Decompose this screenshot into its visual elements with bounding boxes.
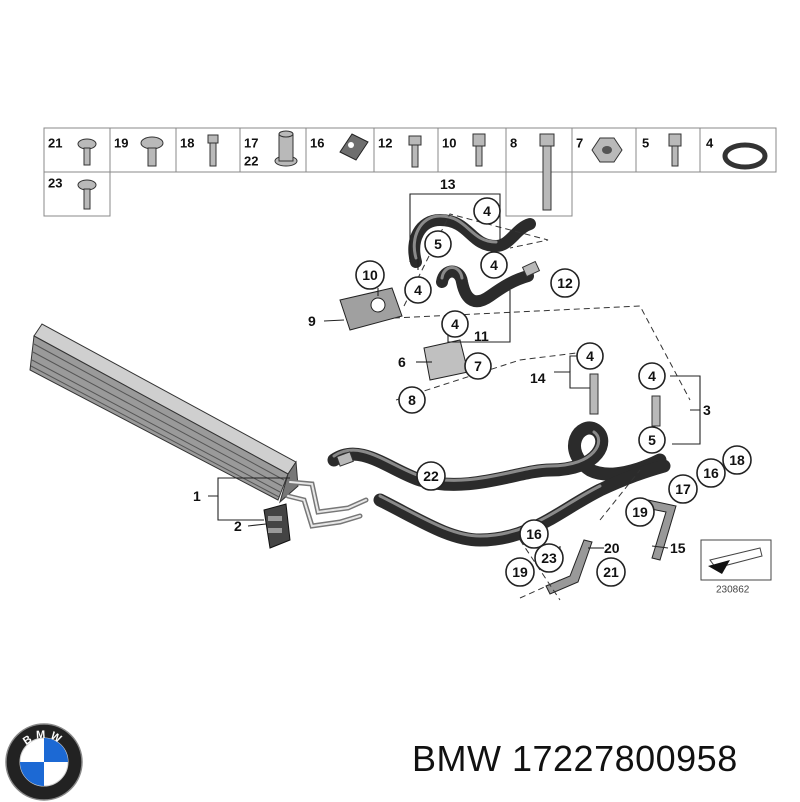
parts-diagram: 21 19 18 17 22 16 12 10 8 7 5 4 23 (29, 127, 777, 601)
screw-19-icon (140, 136, 164, 167)
svg-text:17: 17 (675, 481, 691, 497)
svg-text:23: 23 (541, 550, 557, 566)
callout-4-mid-right: 4 (480, 251, 508, 279)
callout-4-mid-left: 4 (404, 276, 432, 304)
table-label-18: 18 (180, 136, 194, 151)
callout-16-lower: 16 (519, 519, 549, 549)
bolt-10-icon (472, 133, 486, 167)
callout-3: 3 (703, 402, 711, 418)
callout-4-pipe-14: 4 (576, 342, 604, 370)
callout-6: 6 (398, 354, 406, 370)
table-label-21: 21 (48, 136, 62, 151)
table-label-12: 12 (378, 136, 392, 151)
callout-22: 22 (416, 461, 446, 491)
callout-23: 23 (534, 543, 564, 573)
callout-21: 21 (596, 557, 626, 587)
callout-9: 9 (308, 313, 316, 329)
bolt-5-icon (668, 133, 682, 167)
table-label-7: 7 (576, 136, 583, 151)
arrow-icon (708, 560, 730, 574)
callout-7: 7 (464, 352, 492, 380)
table-label-4: 4 (706, 136, 714, 151)
callout-20: 20 (604, 540, 620, 556)
callout-4-pipe-3: 4 (638, 362, 666, 390)
spacer-17-icon (274, 130, 298, 167)
table-label-10: 10 (442, 136, 456, 151)
callout-19-lower: 19 (505, 557, 535, 587)
module-6 (423, 339, 469, 381)
svg-text:4: 4 (451, 316, 459, 332)
brand-part-number: BMW 17227800958 (412, 738, 738, 779)
pipe-3-fitting (651, 395, 661, 427)
callout-16-right: 16 (696, 458, 726, 488)
callout-5-pipe-3: 5 (638, 426, 666, 454)
svg-text:21: 21 (603, 564, 619, 580)
bracket-9 (339, 287, 403, 331)
callout-11: 11 (474, 328, 489, 344)
callout-1: 1 (193, 488, 201, 504)
callout-19-right: 19 (625, 497, 655, 527)
svg-text:4: 4 (648, 368, 656, 384)
callout-4-upper: 4 (473, 197, 501, 225)
callout-8: 8 (398, 386, 426, 414)
svg-text:19: 19 (512, 564, 528, 580)
svg-text:5: 5 (648, 432, 656, 448)
callout-14: 14 (530, 370, 546, 386)
callout-4-lower: 4 (441, 310, 469, 338)
hose-11 (436, 265, 534, 308)
svg-text:4: 4 (483, 203, 491, 219)
callout-17: 17 (668, 474, 698, 504)
screw-23-icon (77, 179, 97, 210)
svg-text:18: 18 (729, 452, 745, 468)
dashed-reference-lines (393, 213, 691, 601)
oil-cooler-radiator (29, 323, 299, 504)
fitting-icon (336, 451, 354, 467)
callout-15: 15 (670, 540, 686, 556)
svg-text:7: 7 (474, 358, 482, 374)
svg-text:4: 4 (414, 282, 422, 298)
callout-13: 13 (440, 176, 456, 192)
callout-10: 10 (355, 260, 385, 290)
bolt-8-icon (539, 133, 555, 211)
clip-16-icon (339, 133, 369, 161)
bracket-2 (263, 503, 291, 549)
bmw-logo: BMW (5, 723, 83, 801)
table-label-8: 8 (510, 136, 517, 151)
parts-table: 21 19 18 17 22 16 12 10 8 7 5 4 23 (43, 127, 777, 217)
svg-text:22: 22 (423, 468, 439, 484)
svg-text:4: 4 (490, 257, 498, 273)
svg-text:16: 16 (703, 465, 719, 481)
bracket-20 (545, 539, 593, 595)
table-label-19: 19 (114, 136, 128, 151)
nut-7-icon (591, 137, 623, 163)
bolt-12-icon (408, 135, 422, 168)
callout-2: 2 (234, 518, 242, 534)
bolt-18-icon (207, 134, 219, 167)
callout-5-upper: 5 (424, 230, 452, 258)
table-label-22: 22 (244, 154, 258, 169)
hose-end-fitting (521, 260, 541, 278)
table-label-5: 5 (642, 136, 649, 151)
leader-lines (208, 193, 701, 560)
table-label-16: 16 (310, 136, 324, 151)
svg-text:12: 12 (557, 275, 573, 291)
svg-text:10: 10 (362, 267, 378, 283)
svg-text:4: 4 (586, 348, 594, 364)
callout-12: 12 (550, 268, 580, 298)
coolant-hose-22 (327, 421, 667, 491)
screw-21-icon (77, 138, 97, 166)
diagram-reference-box (700, 539, 772, 581)
svg-text:16: 16 (526, 526, 542, 542)
table-label-23: 23 (48, 176, 62, 191)
pipe-14-fitting (589, 373, 599, 415)
svg-text:5: 5 (434, 236, 442, 252)
callout-18: 18 (722, 445, 752, 475)
svg-text:19: 19 (632, 504, 648, 520)
svg-text:8: 8 (408, 392, 416, 408)
table-label-17: 17 (244, 136, 258, 151)
diagram-number: 230862 (716, 585, 750, 596)
seal-ring-4-icon (722, 142, 768, 170)
hose-13-upper (408, 214, 536, 268)
